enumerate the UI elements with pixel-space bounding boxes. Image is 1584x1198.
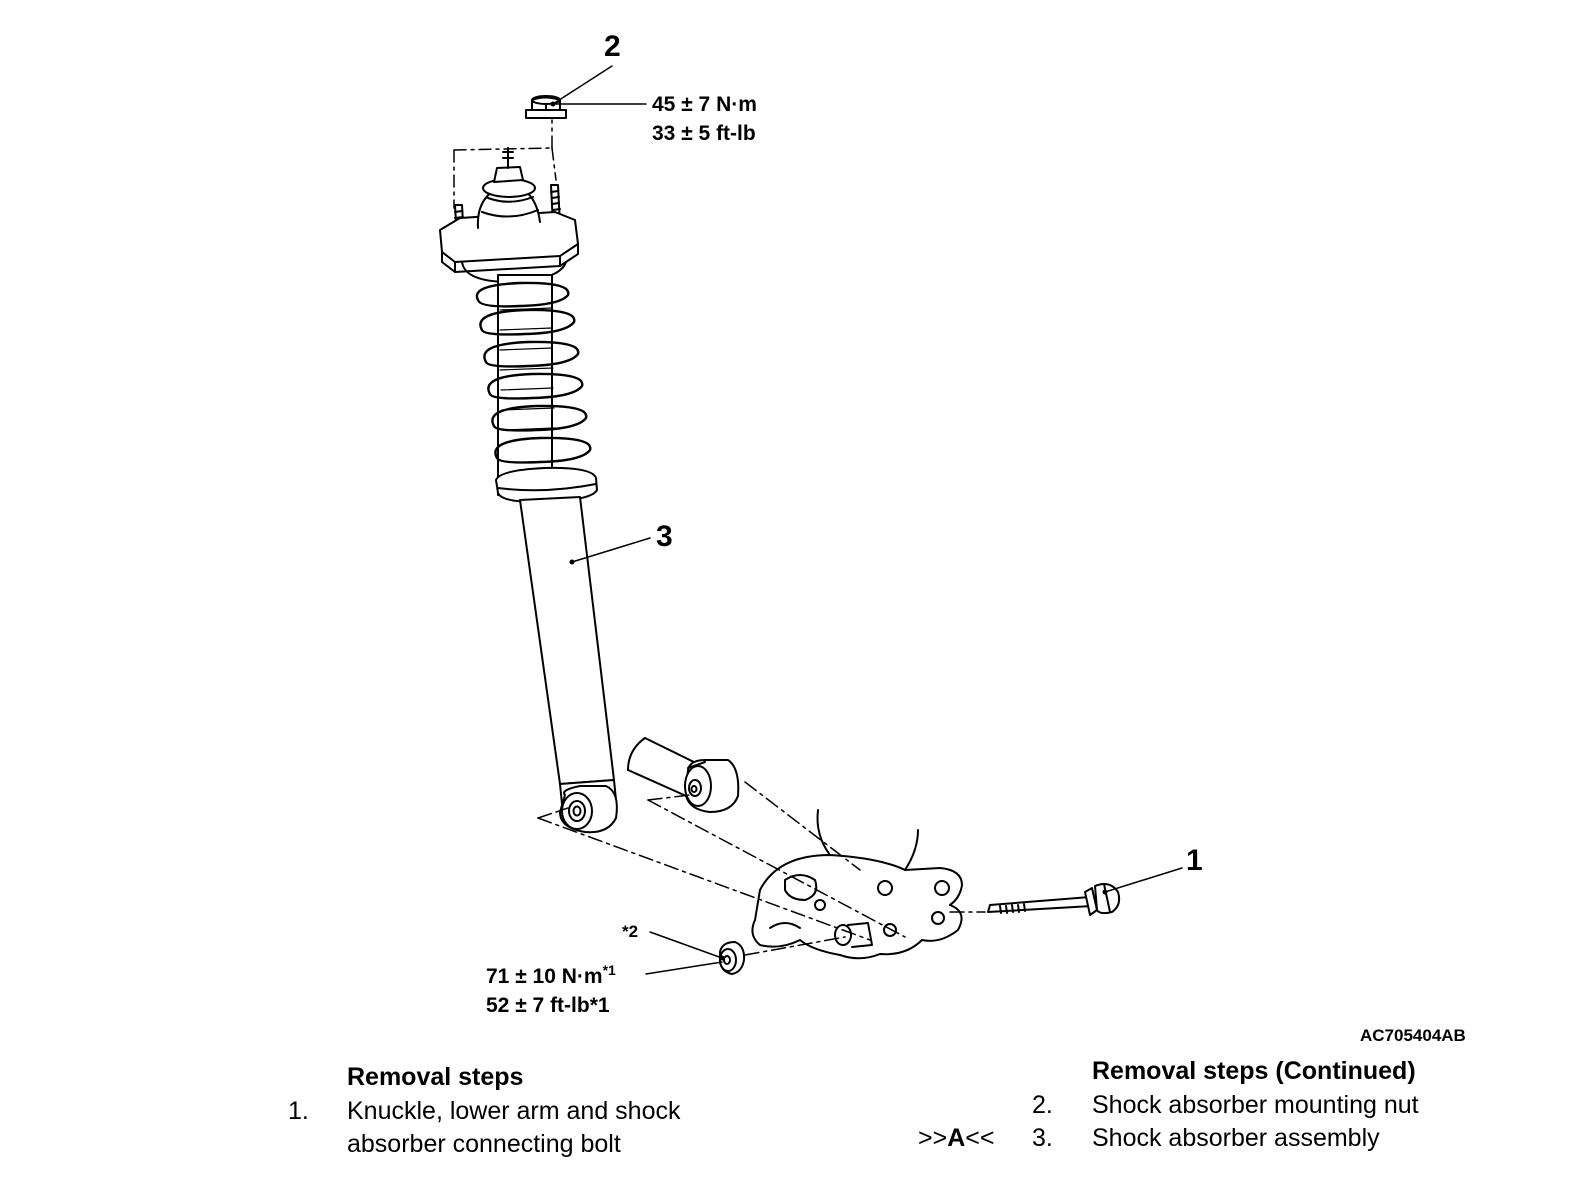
- callout-nut-number: 2: [604, 30, 621, 63]
- assembly-centerlines: [537, 781, 986, 956]
- torque-bottom-imperial: 52 ± 7 ft-lb: [486, 994, 590, 1017]
- service-point-marker: >>A<<: [918, 1122, 994, 1155]
- removal-steps-continued-title: Removal steps (Continued): [1092, 1057, 1416, 1085]
- marker-letter: A: [947, 1124, 966, 1152]
- top-mount-part: [439, 147, 579, 283]
- step-number: 2.: [1032, 1091, 1053, 1119]
- torque-bottom-imperial-note: *1: [589, 994, 610, 1017]
- mounting-nut-part: [525, 95, 567, 119]
- shock-body-part: [519, 496, 618, 834]
- lower-arm-part: [627, 737, 740, 813]
- removal-step-item: 3. Shock absorber assembly: [1032, 1122, 1472, 1155]
- torque-top-imperial: 33 ± 5 ft-lb: [652, 122, 756, 145]
- knuckle-part: [751, 809, 963, 960]
- torque-bottom-imperial-row: 52 ± 7 ft-lb*1: [486, 991, 616, 1020]
- step-number: 3.: [1032, 1124, 1053, 1152]
- leader-dots: [550, 101, 1108, 961]
- removal-step-item: 1. Knuckle, lower arm and shock absorber…: [288, 1095, 748, 1161]
- torque-spec-top: 45 ± 7 N·m 33 ± 5 ft-lb: [652, 90, 757, 148]
- coil-spring-part: [475, 274, 598, 504]
- marker-prefix: >>: [918, 1124, 948, 1152]
- step-text-line2: absorber connecting bolt: [347, 1130, 621, 1158]
- step-text: Shock absorber assembly: [1092, 1124, 1380, 1152]
- install-guide-lines: [453, 119, 557, 209]
- callout-bolt-number: 1: [1186, 844, 1203, 877]
- connecting-bolt-part: [987, 883, 1121, 916]
- step-text-line1: Knuckle, lower arm and shock: [347, 1097, 681, 1125]
- torque-bottom-metric-row: 71 ± 10 N·m*1: [486, 962, 616, 991]
- removal-steps-title: Removal steps: [347, 1063, 524, 1091]
- figure-code: AC705404AB: [1360, 1026, 1466, 1045]
- lower-nut-part: [719, 941, 746, 975]
- torque-spec-bottom: 71 ± 10 N·m*1 52 ± 7 ft-lb*1: [486, 962, 616, 1020]
- step-number: 1.: [288, 1097, 309, 1125]
- marker-suffix: <<: [965, 1124, 995, 1152]
- callout-star-note: *2: [622, 922, 639, 941]
- torque-bottom-metric-note: *1: [602, 962, 616, 978]
- torque-bottom-metric: 71 ± 10 N·m: [486, 965, 603, 988]
- step-text: Shock absorber mounting nut: [1092, 1091, 1419, 1119]
- removal-step-item: 2. Shock absorber mounting nut: [1032, 1089, 1472, 1122]
- torque-top-metric: 45 ± 7 N·m: [652, 93, 757, 116]
- callout-assembly-number: 3: [656, 520, 673, 553]
- leader-lines: [552, 65, 1183, 975]
